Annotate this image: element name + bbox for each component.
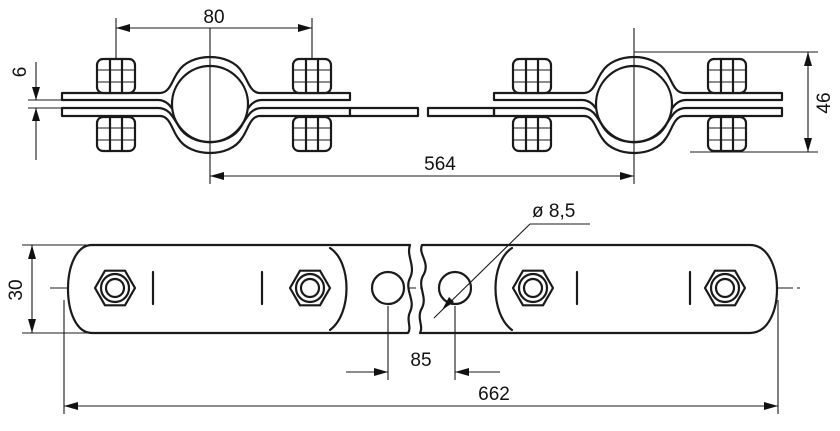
dimension-label-30: 30 [6,279,27,300]
right-plate-edge-arc [494,246,514,332]
right-plate [418,243,778,335]
dimension-662: 662 [63,300,779,414]
hex-nut-2 [288,269,332,307]
dimension-46: 46 [634,51,835,153]
side-view: 80 6 46 564 [10,7,835,184]
dimension-label-80: 80 [203,7,224,28]
dimension-85: 85 [346,306,500,380]
dimension-diameter: ø 8,5 [433,201,590,319]
dimension-6: 6 [10,62,62,160]
hole-right [437,270,473,306]
dimension-label-85: 85 [410,350,431,371]
hex-nut-4 [703,269,747,307]
dimension-label-46: 46 [814,92,835,113]
connecting-bar [348,106,496,118]
hole-left [370,270,406,306]
left-clamp [60,55,352,155]
left-plate-edge-arc [328,246,348,332]
dimension-label-diameter: ø 8,5 [532,201,575,222]
hex-nut-3 [511,269,555,307]
dimension-564: 564 [209,28,635,184]
left-plate [67,243,414,335]
dimension-label-564: 564 [424,154,456,175]
right-clamp [492,55,784,155]
hex-nut-1 [93,269,137,307]
dimension-80: 80 [115,7,313,58]
plan-view: ø 8,5 30 85 662 [6,201,800,414]
dimension-label-6: 6 [10,67,31,78]
dimension-label-662: 662 [478,384,510,405]
dimension-30: 30 [6,244,92,334]
